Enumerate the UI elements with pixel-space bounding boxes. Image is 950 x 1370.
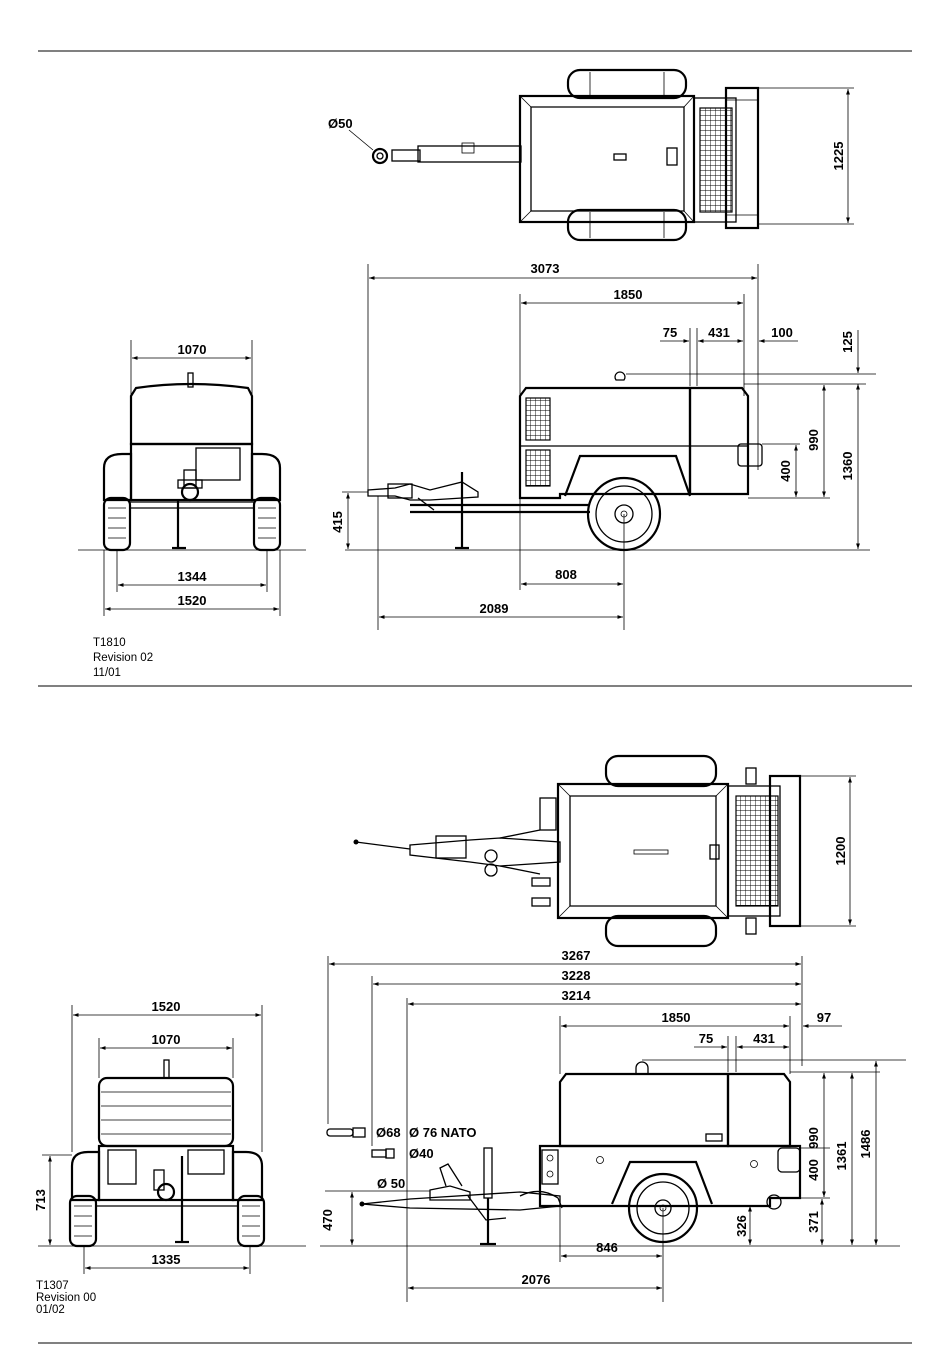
side-view-2: Ø68 Ø 76 NATO Ø40 Ø 50 3267 3228 3214 18… xyxy=(320,948,906,1302)
dim-hitch-height-2: 470 xyxy=(320,1209,335,1231)
dim-track-2: 1335 xyxy=(152,1252,181,1267)
dim-height-1361: 1361 xyxy=(834,1142,849,1171)
side-view-1: 3073 1850 75 431 100 125 1360 990 400 xyxy=(330,261,876,630)
dim-body-width-2: 1070 xyxy=(152,1032,181,1047)
dim-100-1: 100 xyxy=(771,325,793,340)
dim-hitch-height-1: 415 xyxy=(330,511,345,533)
rear-view-1: 1070 1344 1520 xyxy=(78,340,306,616)
dim-height-1360-1: 1360 xyxy=(840,452,855,481)
dim-axle-to-body-2: 846 xyxy=(596,1240,618,1255)
title-block-1: T1810 Revision 02 11/01 xyxy=(93,637,153,679)
dim-height-1486: 1486 xyxy=(858,1130,873,1159)
revision-1: Revision 02 xyxy=(93,652,153,664)
dim-body-width-1: 1070 xyxy=(178,342,207,357)
dim-hitch-diameter-1: Ø50 xyxy=(328,116,353,131)
dim-overall-length-1: 3073 xyxy=(531,261,560,276)
drawing-1: 1225 Ø50 xyxy=(78,70,876,679)
drawing-2: 1200 xyxy=(33,756,906,1316)
dim-height-400-1: 400 xyxy=(778,460,793,482)
dim-371: 371 xyxy=(806,1211,821,1233)
dim-75-2: 75 xyxy=(699,1031,713,1046)
eye-50: Ø 50 xyxy=(377,1176,405,1191)
dim-431-2: 431 xyxy=(753,1031,775,1046)
drawing-number-2: T1307 xyxy=(36,1280,69,1292)
date-2: 01/02 xyxy=(36,1304,65,1316)
dim-length-3228: 3228 xyxy=(562,968,591,983)
dim-326: 326 xyxy=(734,1215,749,1237)
drawing-number-1: T1810 xyxy=(93,637,126,649)
dim-75-1: 75 xyxy=(663,325,677,340)
top-view-2: 1200 xyxy=(354,756,857,946)
sheet-rules xyxy=(38,51,912,1343)
dim-height-990-1: 990 xyxy=(806,429,821,451)
dim-height-400-2: 400 xyxy=(806,1159,821,1181)
dim-length-3214: 3214 xyxy=(562,988,592,1003)
dim-431-1: 431 xyxy=(708,325,730,340)
title-block-2: T1307 Revision 00 01/02 xyxy=(36,1280,96,1316)
dim-hitch-height-rear-2: 713 xyxy=(33,1189,48,1211)
dim-overall-width-1: 1520 xyxy=(178,593,207,608)
eye-76-nato: Ø 76 NATO xyxy=(409,1125,476,1140)
dim-hitch-to-axle-1: 2089 xyxy=(480,601,509,616)
date-1: 11/01 xyxy=(93,667,121,679)
dim-97: 97 xyxy=(817,1010,831,1025)
dim-width-top-2: 1200 xyxy=(833,837,848,866)
dim-body-length-1: 1850 xyxy=(614,287,643,302)
revision-2: Revision 00 xyxy=(36,1292,96,1304)
dim-height-990-2: 990 xyxy=(806,1127,821,1149)
dim-125-1: 125 xyxy=(840,331,855,353)
dim-axle-to-body-1: 808 xyxy=(555,567,577,582)
eye-68: Ø68 xyxy=(376,1125,401,1140)
dim-width-top-1: 1225 xyxy=(831,142,846,171)
rear-view-2: 1520 1070 1335 713 xyxy=(33,999,306,1274)
dim-length-3267: 3267 xyxy=(562,948,591,963)
eye-40: Ø40 xyxy=(409,1146,434,1161)
dim-overall-width-2: 1520 xyxy=(152,999,181,1014)
dim-body-length-2: 1850 xyxy=(662,1010,691,1025)
dim-track-1: 1344 xyxy=(178,569,208,584)
dim-hitch-to-axle-2: 2076 xyxy=(522,1272,551,1287)
top-view-1: 1225 Ø50 xyxy=(328,70,854,240)
